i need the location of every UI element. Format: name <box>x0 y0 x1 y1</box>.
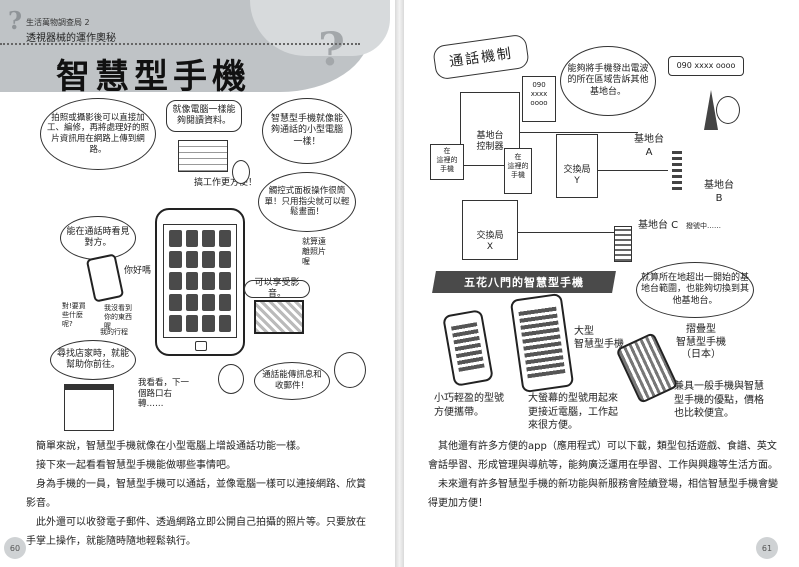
dotted-divider <box>0 43 360 45</box>
home-button-icon <box>195 341 207 351</box>
antenna-tower-icon <box>704 90 718 130</box>
page-title: 智慧型手機 <box>56 57 251 97</box>
smartphone-illustration <box>155 208 245 356</box>
boy-head-illustration <box>334 352 366 388</box>
spreadsheet-illustration <box>178 140 228 172</box>
man-head-illustration <box>232 160 250 184</box>
label-hello: 你好嗎 <box>124 266 152 276</box>
right-body-text: 其他還有許多方便的app（應用程式）可以下載，類型包括遊戲、食譜、英文會話學習、… <box>428 437 778 513</box>
video-call-phone-illustration <box>85 253 125 303</box>
calling-label: 撥號中…… <box>686 222 721 230</box>
shop-illustration <box>64 384 114 431</box>
right-page: 通話機制 能夠將手機發出電波的所在區域告訴其他基地台。 090 xxxx ooo… <box>404 0 799 567</box>
base-station-b-label: 基地台 B <box>704 180 734 204</box>
network-line <box>598 170 668 171</box>
caption-folding-phone: 摺疊型 智慧型手機 （日本） <box>676 324 726 360</box>
body-paragraph: 接下來一起看看智慧型手機能做哪些事情吧。 <box>36 460 236 471</box>
caption-large-screen: 大螢幕的型號用起來更接近電腦，工作起來很方便。 <box>528 393 618 431</box>
label-convenient: 搞工作更方便！ <box>194 178 258 188</box>
label-left-turn: 我看看，下一個路口右轉…… <box>138 378 190 410</box>
section-banner: 五花八門的智慧型手機 <box>432 271 616 293</box>
label-photo-view: 就算遠離照片喔 <box>302 237 326 266</box>
bubble-map: 尋找店家時，就能幫助你前往。 <box>50 340 136 380</box>
body-paragraph: 其他還有許多方便的app（應用程式）可以下載，類型包括遊戲、食譜、英文會話學習、… <box>428 441 778 471</box>
bubble-video: 可以享受影音。 <box>244 278 310 299</box>
caption-small-phone: 小巧輕盈的型號方便攜帶。 <box>434 393 504 418</box>
bubble-mail: 通話能傳訊息和收郵件！ <box>254 362 330 400</box>
building-icon <box>614 226 632 262</box>
label-small-2: 我沒看到你的東西喔 <box>104 304 132 330</box>
question-mark-icon: ? <box>8 6 23 35</box>
question-mark-large-icon: ? <box>318 22 345 76</box>
antenna-tower-icon <box>672 150 682 190</box>
bubble-phone-signal: 能夠將手機發出電波的所在區域告訴其他基地台。 <box>560 46 656 116</box>
body-paragraph: 未來還有許多智慧型手機的新功能與新服務會陸續登場，相信智慧型手機會變得更加方便！ <box>428 479 778 509</box>
page-number: 61 <box>756 537 778 559</box>
video-screen-illustration <box>254 300 304 334</box>
network-line <box>518 232 624 233</box>
label-small-1: 對!要買些什麼呢? <box>62 302 86 328</box>
bubble-smart: 智慧型手機就像能夠通話的小型電腦一樣！ <box>262 98 352 164</box>
bubble-touch: 觸控式面板操作很簡單！只用指尖就可以輕鬆畫面！ <box>258 172 356 232</box>
bubble-camera: 拍照或攝影後可以直接加工、編修，再將處理好的照片資訊用在網路上傳到網路。 <box>40 98 156 170</box>
series-subtitle: 生活萬物調查局 2 <box>26 18 90 27</box>
bubble-pc: 就像電腦一樣能夠閱讀資料。 <box>166 100 242 132</box>
girl-head-illustration <box>218 364 244 394</box>
base-station-c-label: 基地台 C <box>638 220 679 231</box>
series-subtitle-2: 透視器械的運作奧秘 <box>26 33 116 44</box>
base-station-a-label: 基地台 A <box>634 134 664 158</box>
book-gutter <box>395 0 404 567</box>
exchange-note: 在 這裡的 手機 <box>504 148 532 194</box>
exchange-x-box: 交換局 X <box>462 200 518 260</box>
girl-head-illustration <box>716 96 740 124</box>
phone-number-display: 090 xxxx oooo <box>668 56 744 76</box>
left-body-text: 簡單來說，智慧型手機就像在小型電腦上增設通話功能一樣。 接下來一起看看智慧型手機… <box>26 437 372 551</box>
large-phone-illustration <box>509 292 575 394</box>
body-paragraph: 此外還可以收發電子郵件、透過網路立即公開自己拍攝的照片等。只要放在手掌上操作，就… <box>26 517 366 547</box>
label-small-3: 我的行程 <box>100 328 128 336</box>
body-paragraph: 身為手機的一員，智慧型手機可以通話，並像電腦一樣可以連接網路、欣賞影音。 <box>26 479 366 509</box>
caption-flip-phone: 兼具一般手機與智慧型手機的優點，價格也比較便宜。 <box>674 381 764 419</box>
phone-screen <box>163 224 237 338</box>
section-title: 通話機制 <box>432 33 530 81</box>
number-list-note: 090 xxxx oooo <box>522 76 556 122</box>
network-line <box>520 132 638 133</box>
flip-phone-illustration <box>615 331 679 405</box>
bubble-call: 能在通話時看見對方。 <box>60 216 136 260</box>
body-paragraph: 簡單來說，智慧型手機就像在小型電腦上增設通話功能一樣。 <box>36 441 306 452</box>
bubble-base-switch: 就算所在地超出一開始的基地台範圍，也能夠切換到其他基地台。 <box>636 262 754 318</box>
exchange-y-box: 交換局 Y <box>556 134 598 198</box>
page-number: 60 <box>4 537 26 559</box>
phone-location-note: 在 這裡的 手機 <box>430 144 464 180</box>
small-phone-illustration <box>442 309 494 387</box>
caption-large-phone: 大型 智慧型手機 <box>574 326 624 350</box>
left-page: ? ? 生活萬物調查局 2 透視器械的運作奧秘 智慧型手機 拍照或攝影後可以直接… <box>0 0 395 567</box>
section-banner-text: 五花八門的智慧型手機 <box>464 276 584 289</box>
